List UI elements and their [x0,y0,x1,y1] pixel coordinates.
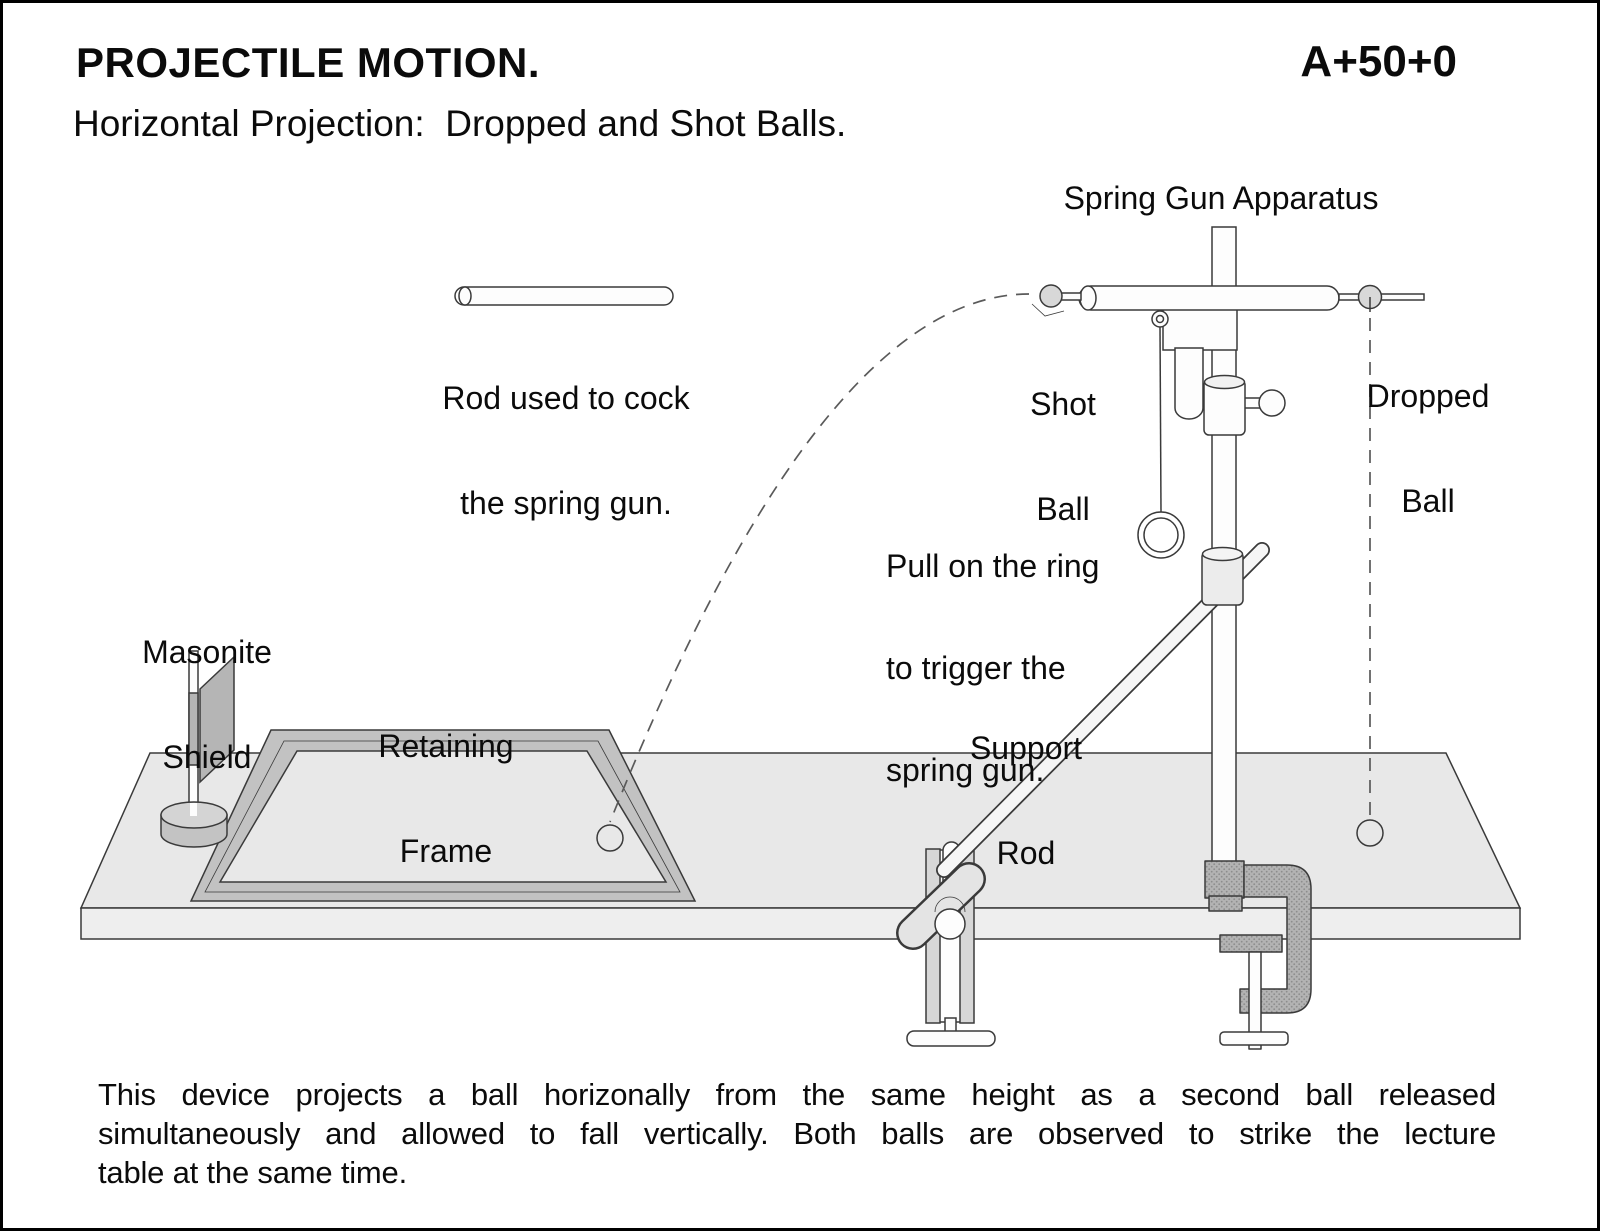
gun-barrel [1078,285,1340,311]
landing-spots [596,819,1384,852]
caption: This device projects a ball horizonally … [98,1075,1496,1192]
masonite-shield-figure [160,650,235,848]
shot-ball-figure [1039,284,1063,308]
label-line: Retaining [378,728,514,764]
label-line: Dropped [1366,378,1490,414]
label-cocking-rod: Rod used to cock the spring gun. [442,311,689,591]
label-shot-ball: Shot Ball [1030,317,1096,597]
clamp-screw [1248,951,1262,1050]
trigger-ring [1137,511,1185,559]
caption-line: This device projects a ball horizonally … [98,1077,1496,1112]
page-title: PROJECTILE MOTION. [76,39,541,86]
holder-bolt [934,908,966,940]
spring-gun-figure [1031,284,1425,559]
label-masonite-shield: Masonite Shield [142,565,272,845]
label-line: the spring gun. [460,485,672,521]
apparatus-illustration [79,226,1522,1050]
rod-holder-hardware [906,896,996,1047]
gun-muzzle [1079,285,1097,311]
holder-t-handle [906,1030,996,1047]
cocking-rod-figure [454,286,674,306]
label-retaining-frame: Retaining Frame [378,659,513,939]
label-line: Pull on the ring [886,548,1100,584]
shot-ball-trajectory [609,293,1030,823]
label-line: Ball [1401,483,1455,519]
caption-line: table at the same time. [98,1155,408,1190]
label-line: Shot [1030,386,1096,422]
shield-panel [199,655,235,784]
label-line: to trigger the [886,650,1066,686]
shot-ball-landing-spot [596,824,624,852]
thumbscrew-knob [1258,389,1286,417]
catalog-code: A+50+0 [1300,37,1457,86]
caption-line: simultaneously and allowed to fall verti… [98,1116,1496,1151]
page-subtitle: Horizontal Projection: Dropped and Shot … [73,103,847,144]
label-support-rod: Support Rod [970,661,1082,941]
collar-clamp-lower [1201,546,1244,606]
label-line: Rod [996,835,1056,871]
label-dropped-ball: Dropped Ball [1367,309,1490,589]
label-line: spring gun. [886,752,1045,788]
retaining-frame [189,729,697,902]
label-line: Rod used to cock [442,380,690,416]
label-line: Ball [1036,491,1090,527]
c-clamp-figure [1204,860,1312,1050]
trigger-string [1159,326,1162,513]
label-line: Support [969,730,1083,766]
dropped-ball-landing-spot [1356,819,1384,847]
label-line: Frame [399,833,493,869]
label-spring-gun-apparatus: Spring Gun Apparatus [1063,180,1379,216]
label-line: Shield [162,739,252,775]
label-line: Masonite [142,634,272,670]
label-trigger-ring: Pull on the ring to trigger the spring g… [886,481,1099,855]
collar-clamp-upper [1203,374,1286,436]
clamp-t-handle [1219,1031,1289,1046]
